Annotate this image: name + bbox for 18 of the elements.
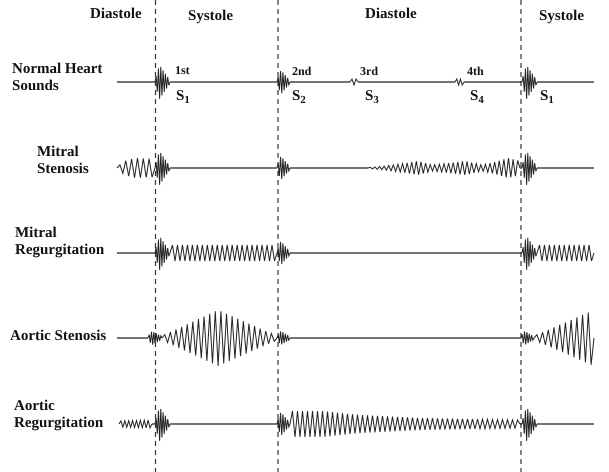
sound-label: 2nd (292, 65, 312, 79)
sound-symbol: S$_{3}$ (365, 88, 379, 106)
trace-label: Aortic Stenosis (10, 328, 106, 346)
trace-label: Mitral Stenosis (37, 144, 90, 178)
phase-label: Systole (539, 8, 584, 26)
sound-symbol: S$_{4}$ (470, 88, 484, 106)
trace-label: Mitral Regurgitation (15, 225, 106, 260)
sound-symbol: S$_{2}$ (292, 88, 306, 106)
sound-symbol: S$_{1}$ (540, 88, 554, 106)
phase-label: Diastole (365, 6, 417, 24)
phase-label: Systole (188, 8, 233, 26)
sound-label: 4th (467, 65, 484, 79)
phase-label: Diastole (90, 6, 142, 24)
trace-label: Aortic Regurgitation (14, 398, 104, 432)
trace-label: Normal Heart Sounds (12, 61, 104, 96)
sound-label: 1st (175, 64, 190, 78)
sound-symbol: S$_{1}$ (176, 88, 190, 106)
sound-label: 3rd (360, 65, 378, 79)
